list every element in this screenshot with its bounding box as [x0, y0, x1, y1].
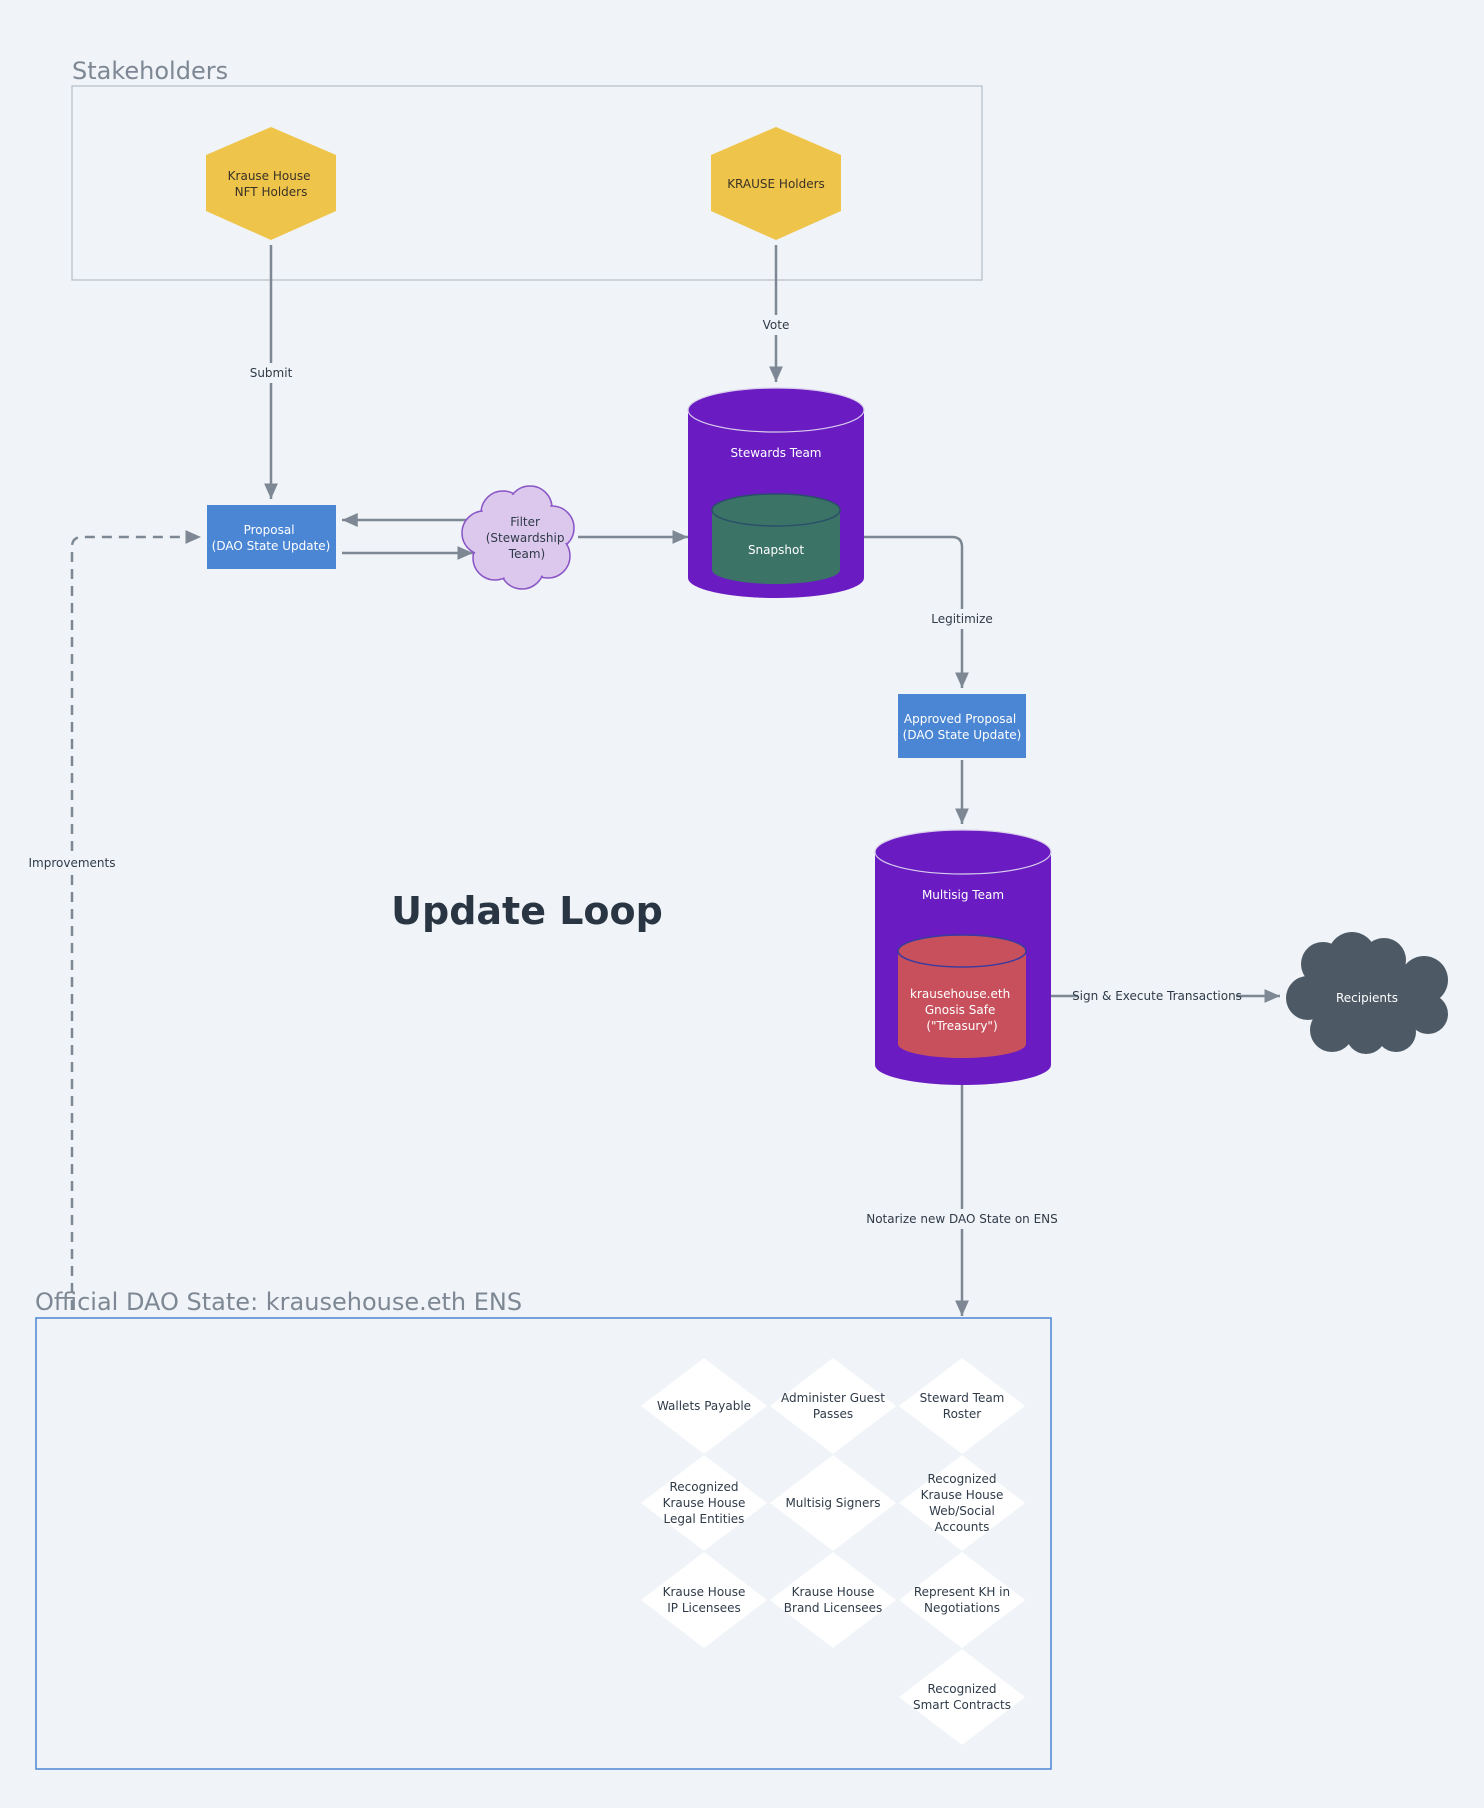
sign-execute-label: Sign & Execute Transactions	[1072, 989, 1242, 1003]
vote-label: Vote	[763, 318, 790, 332]
dao-state-diamond	[641, 1358, 767, 1454]
stewards-team-label: Stewards Team	[731, 446, 822, 460]
snapshot-label: Snapshot	[748, 543, 804, 557]
dao-state-group	[35, 1317, 1052, 1770]
improvements-label: Improvements	[29, 856, 116, 870]
nft-holders-label: Krause House NFT Holders	[228, 169, 315, 199]
multisig-team-label: Multisig Team	[922, 888, 1004, 902]
krause-holders-hexagon	[711, 127, 841, 240]
diagram-title: Update Loop	[391, 889, 663, 933]
dao-state-diamond	[899, 1358, 1025, 1454]
dao-state-diamond	[899, 1649, 1025, 1745]
submit-label: Submit	[250, 366, 293, 380]
recipients-cloud	[1286, 932, 1448, 1054]
notarize-label: Notarize new DAO State on ENS	[866, 1212, 1058, 1226]
dao-state-item-label: Multisig Signers	[785, 1496, 880, 1510]
dao-state-diamond	[899, 1552, 1025, 1648]
stakeholders-group	[71, 85, 983, 281]
snapshot-cylinder	[711, 493, 841, 584]
dao-state-item-label: Wallets Payable	[657, 1399, 751, 1413]
dao-state-diamond	[770, 1455, 896, 1551]
dao-state-item: Multisig Signers	[770, 1455, 896, 1551]
dao-state-group-label: Official DAO State: krausehouse.eth ENS	[35, 1288, 522, 1316]
filter-label: Filter (Stewardship Team)	[486, 515, 569, 561]
dao-state-diamond	[899, 1455, 1025, 1551]
proposal-box	[207, 505, 336, 569]
proposal-label: Proposal (DAO State Update)	[212, 523, 331, 553]
legitimize-label: Legitimize	[931, 612, 993, 626]
dao-state-diamond	[641, 1552, 767, 1648]
krause-holders-label: KRAUSE Holders	[727, 177, 825, 191]
legitimize-connector	[846, 535, 969, 688]
dao-state-diamond	[641, 1455, 767, 1551]
treasury-label: krausehouse.eth Gnosis Safe ("Treasury")	[910, 987, 1014, 1033]
nft-holders-hexagon	[206, 127, 336, 240]
stakeholders-group-label: Stakeholders	[72, 57, 228, 85]
improvements-connector	[70, 530, 201, 1310]
dao-state-diamond	[770, 1552, 896, 1648]
approved-proposal-label: Approved Proposal (DAO State Update)	[903, 712, 1022, 742]
treasury-cylinder	[897, 934, 1027, 1058]
approved-proposal-box	[898, 694, 1026, 758]
dao-state-diamond	[770, 1358, 896, 1454]
recipients-label: Recipients	[1336, 991, 1398, 1005]
dao-state-item: Wallets Payable	[641, 1358, 767, 1454]
